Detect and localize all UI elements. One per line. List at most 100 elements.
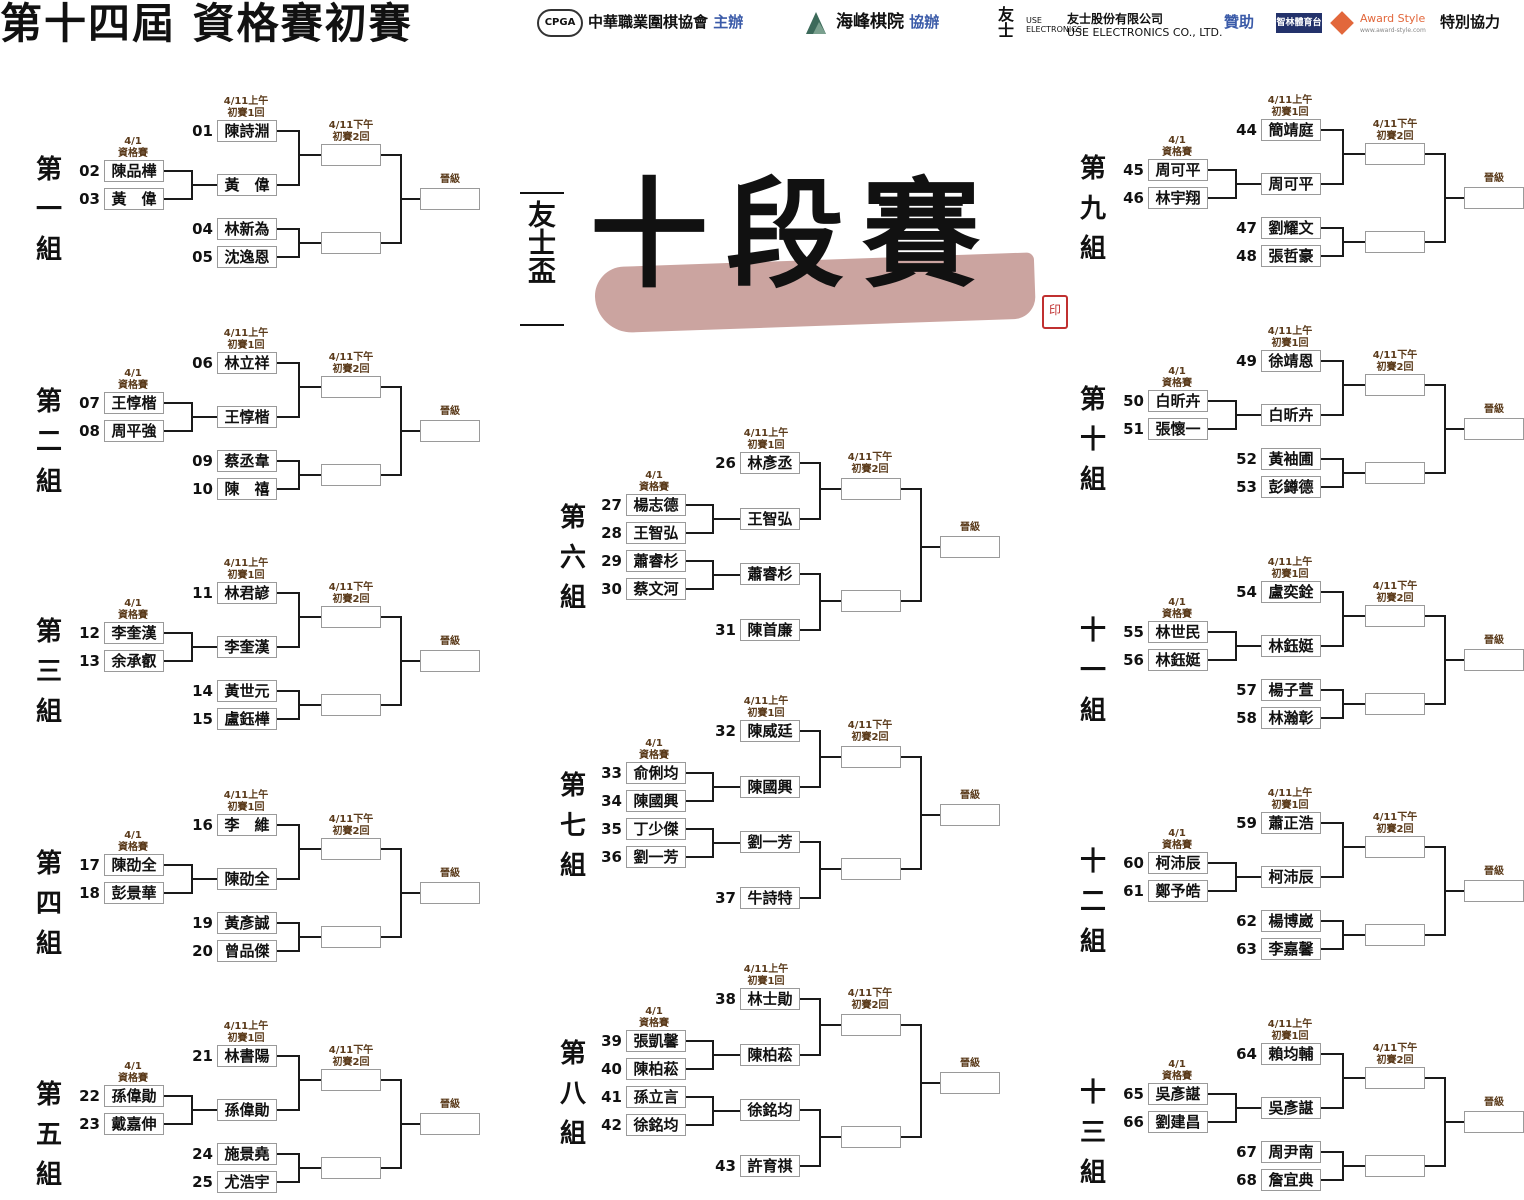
sponsor-name: 友士股份有限公司	[1067, 12, 1164, 26]
group-label-char: 六	[559, 543, 586, 573]
round1-winner: 陳劭全	[217, 868, 277, 890]
qualifier-label: 4/1 資格賽	[118, 368, 148, 391]
player-name: 林瀚彰	[1261, 707, 1321, 729]
group-label: 第十組	[1078, 380, 1108, 500]
player-name: 徐銘均	[626, 1114, 686, 1136]
player-name: 楊博崴	[1261, 910, 1321, 932]
player-name: 陳威廷	[740, 720, 800, 742]
round1-winner: 徐銘均	[740, 1099, 800, 1121]
player-name: 張哲豪	[1261, 245, 1321, 267]
player-name: 沈逸恩	[217, 246, 277, 268]
player-name: 周可平	[1148, 159, 1208, 181]
result-box	[1464, 1111, 1524, 1133]
co-organizer-role: 協辦	[909, 13, 940, 31]
round2-label: 4/11下午 初賽2回	[328, 814, 374, 837]
player-name: 黃世元	[217, 680, 277, 702]
round1-winner: 陳柏菘	[740, 1044, 800, 1066]
result-box	[1365, 143, 1425, 165]
group-label-char: 第	[559, 1039, 586, 1069]
round2-label: 4/11下午 初賽2回	[847, 452, 893, 475]
bracket-line	[1321, 689, 1344, 719]
group-label-char: 第	[35, 617, 62, 647]
player-name: 曾品傑	[217, 940, 277, 962]
group-label-char: 組	[1079, 1158, 1106, 1188]
result-box	[841, 478, 901, 500]
player-name: 柯沛辰	[1148, 852, 1208, 874]
player-name: 孫立言	[626, 1086, 686, 1108]
round1-label: 4/11上午 初賽1回	[743, 428, 789, 451]
organizer-name: 中華職業圍棋協會	[588, 13, 709, 31]
result-box	[940, 1072, 1000, 1094]
result-box	[940, 804, 1000, 826]
bracket-line	[1321, 822, 1344, 878]
group-label: 第一組	[34, 150, 64, 270]
result-box	[1365, 605, 1425, 627]
seed-number: 51	[1123, 420, 1144, 438]
bracket-line	[1208, 631, 1237, 661]
seed-number: 04	[192, 220, 213, 238]
result-box	[321, 838, 381, 860]
seed-number: 19	[192, 914, 213, 932]
result-box	[1365, 462, 1425, 484]
player-name: 牛詩特	[740, 887, 800, 909]
round1-winner: 孫偉勛	[217, 1099, 277, 1121]
result-box	[1365, 1155, 1425, 1177]
group-label-char: 第	[559, 503, 586, 533]
bracket-line	[1321, 129, 1344, 185]
bracket-line	[686, 772, 714, 802]
round2-label: 4/11下午 初賽2回	[328, 352, 374, 375]
group-label-char: 第	[559, 771, 586, 801]
group-label-char: 組	[559, 583, 586, 613]
player-name: 陳 禧	[217, 478, 277, 500]
seal-stamp: 印	[1042, 295, 1068, 329]
bracket-line	[164, 864, 193, 894]
player-name: 李嘉馨	[1261, 938, 1321, 960]
bracket-line	[686, 504, 714, 534]
bracket-line	[1425, 846, 1446, 936]
bracket-line	[1321, 458, 1344, 488]
round2-label: 4/11下午 初賽2回	[1372, 581, 1418, 604]
round1-winner: 柯沛辰	[1261, 866, 1321, 888]
bracket-line	[277, 362, 300, 418]
seed-number: 67	[1236, 1143, 1257, 1161]
group-label-char: 八	[559, 1079, 586, 1109]
qualifier-label: 4/1 資格賽	[1162, 1059, 1192, 1082]
tournament-title: 十段賽	[590, 165, 999, 304]
group-label-char: 組	[1079, 234, 1106, 264]
result-box	[841, 590, 901, 612]
seed-number: 16	[192, 816, 213, 834]
round1-label: 4/11上午 初賽1回	[223, 558, 269, 581]
organizer: 中華職業圍棋協會 主辦	[588, 12, 743, 32]
round1-label: 4/11上午 初賽1回	[1267, 1019, 1313, 1042]
group-label-char: 十	[1079, 847, 1106, 877]
group-label: 第六組	[558, 498, 588, 618]
group-label-char: 第	[35, 387, 62, 417]
bracket-line	[901, 488, 922, 602]
result-box	[321, 1069, 381, 1091]
bracket-line	[381, 154, 402, 244]
bracket-line	[1208, 1093, 1237, 1123]
round1-winner: 王智弘	[740, 508, 800, 530]
seed-number: 13	[79, 652, 100, 670]
seed-number: 20	[192, 942, 213, 960]
seed-number: 07	[79, 394, 100, 412]
group-label-char: 一	[1079, 656, 1106, 686]
player-name: 張凱馨	[626, 1030, 686, 1052]
group-label-char: 第	[35, 849, 62, 879]
seed-number: 14	[192, 682, 213, 700]
player-name: 盧奕銓	[1261, 581, 1321, 603]
page-title: 第十四屆 資格賽初賽	[0, 0, 413, 48]
player-name: 林立祥	[217, 352, 277, 374]
seed-number: 45	[1123, 161, 1144, 179]
result-box	[321, 1157, 381, 1179]
group-label: 十二組	[1078, 842, 1108, 962]
seed-number: 37	[715, 889, 736, 907]
player-name: 林新為	[217, 218, 277, 240]
group-label: 第九組	[1078, 149, 1108, 269]
seed-number: 24	[192, 1145, 213, 1163]
group-label-char: 十	[1079, 425, 1106, 455]
result-box	[321, 144, 381, 166]
seed-number: 39	[601, 1032, 622, 1050]
result-box	[420, 188, 480, 210]
seed-number: 32	[715, 722, 736, 740]
